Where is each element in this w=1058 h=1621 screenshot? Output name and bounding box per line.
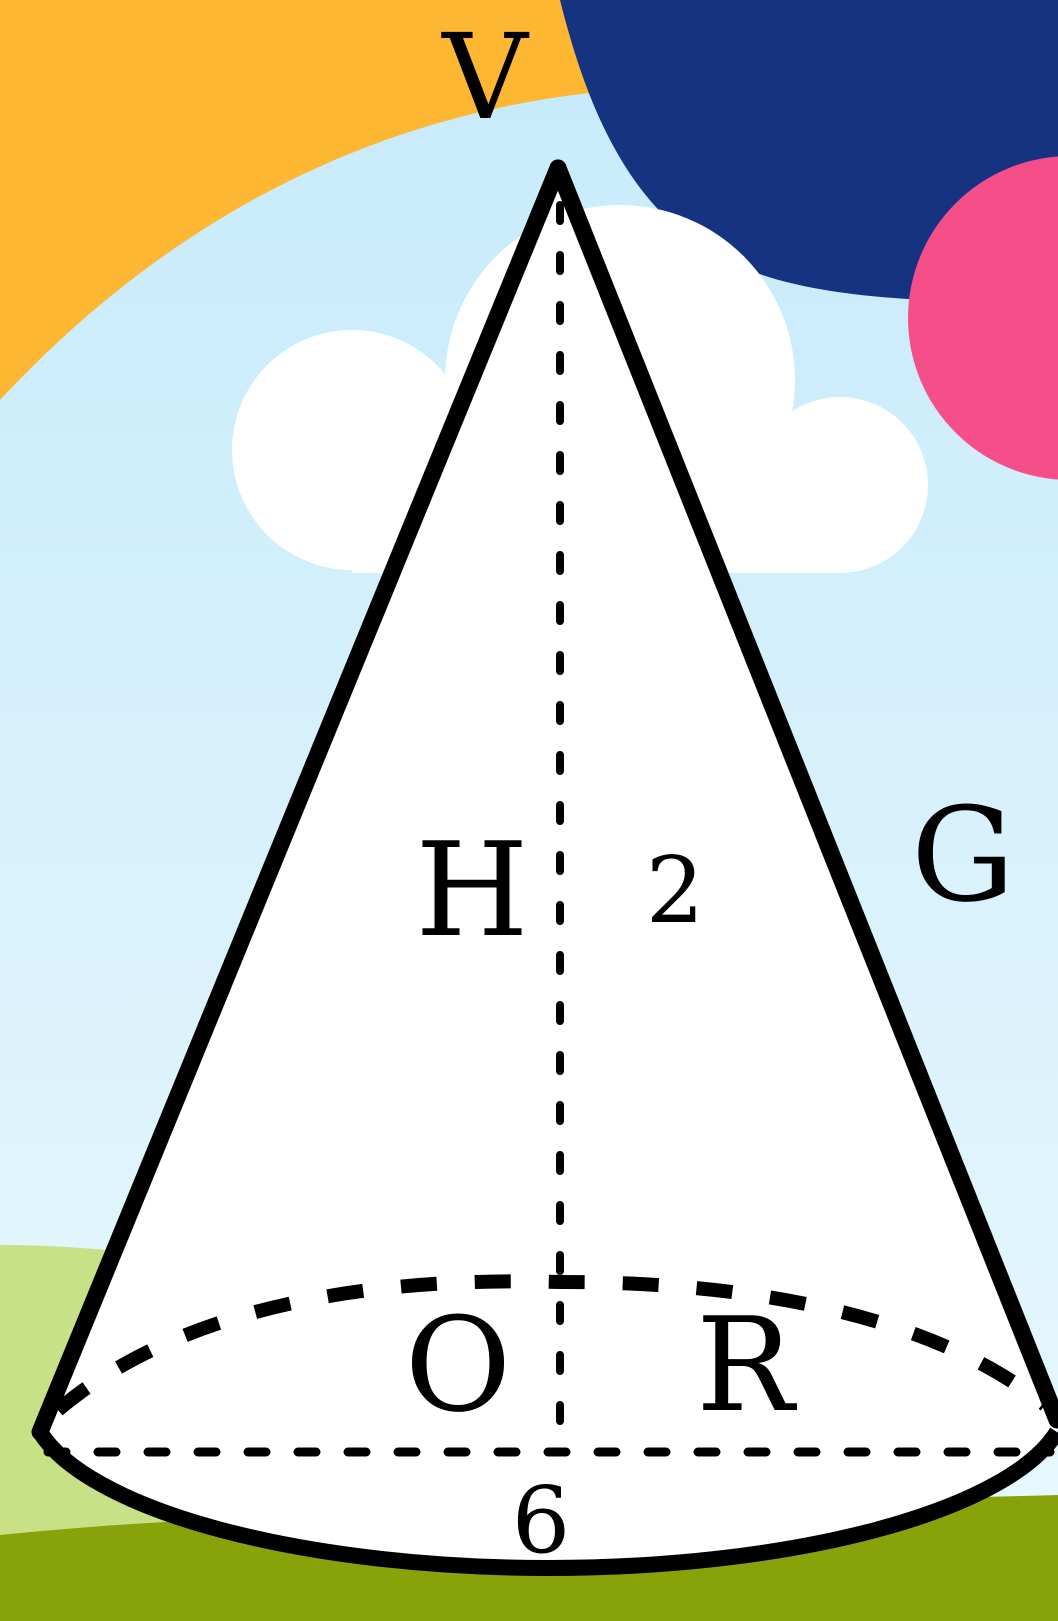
- label-height-value: 2: [646, 837, 705, 944]
- label-radius: R: [696, 1289, 797, 1441]
- cone: [31, 159, 1058, 1576]
- label-height: H: [415, 814, 528, 966]
- label-vertex: V: [440, 8, 529, 146]
- label-center: O: [405, 1289, 512, 1441]
- label-slant-height: G: [911, 779, 1015, 931]
- labels: V H 2 G O R 6: [405, 8, 1015, 1574]
- base-front-arc: [33, 1427, 1058, 1576]
- cone-surface: [40, 168, 1057, 1568]
- pink-circle: [908, 156, 1058, 480]
- slant-right-edge: [549, 159, 1058, 1429]
- label-diameter-value: 6: [512, 1467, 571, 1574]
- base-back-arc: [53, 1274, 1050, 1416]
- sun-shape: [0, 0, 600, 400]
- slant-left-edge: [31, 159, 567, 1441]
